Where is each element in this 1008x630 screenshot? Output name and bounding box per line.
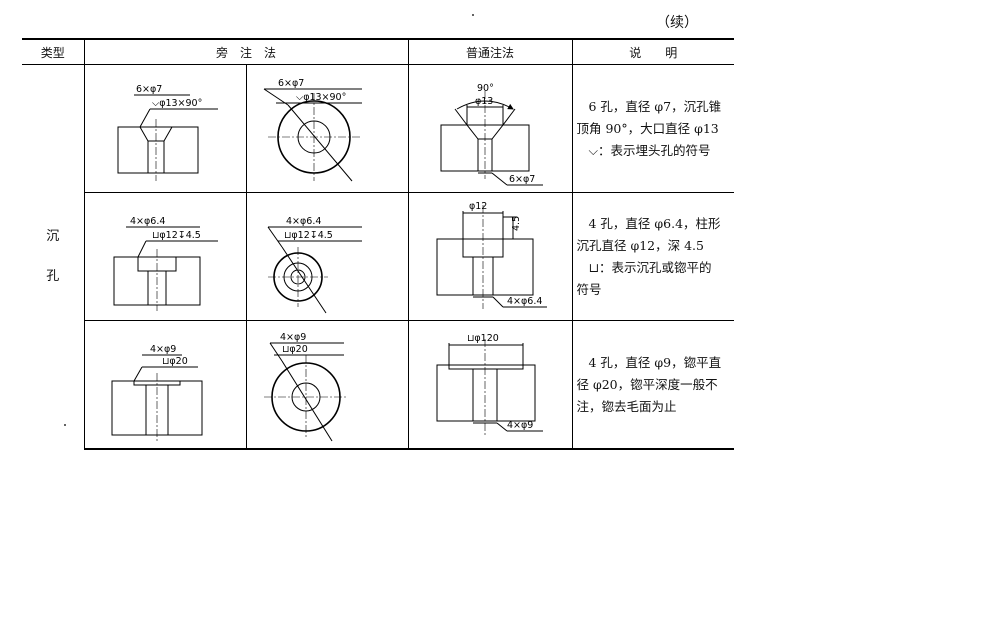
explain-line: 注，锪去毛面为止 [576,398,677,414]
explain-line: ⊔：表示沉孔或锪平的 [588,259,712,275]
table-header-row: 类型 旁 注 法 普通注法 说 明 [22,38,734,65]
scan-dot [472,14,474,16]
normal-label-depth: 4.5 [511,215,522,230]
normal-label-diameter: φ12 [469,201,487,212]
countersink-top-drawing: 6×φ7 ⌵φ13×90° [263,78,362,181]
side-label-count: 6×φ7 [278,78,304,89]
normal-label-count: 4×φ9 [507,420,533,431]
explain-line: 符号 [576,281,602,297]
continued-label: （续） [656,15,698,31]
side-label-spec: ⊔φ20 [162,356,188,367]
type-char: 孔 [46,269,60,284]
header-normal-note: 普通注法 [407,38,572,65]
spotface-normal-drawing: ⊔φ120 4×φ9 [436,333,543,437]
explain-cell: 4 孔，直径 φ6.4，柱形 沉孔直径 φ12，深 4.5 ⊔：表示沉孔或锪平的… [571,192,734,321]
countersink-section-drawing: 6×φ7 ⌵φ13×90° [117,84,218,181]
counterbore-section-drawing: 4×φ6.4 ⊔φ12↧4.5 [113,216,218,311]
side-note-section-figure: 4×φ9 ⊔φ20 [83,320,246,450]
side-label-spec: ⊔φ12↧4.5 [152,230,201,241]
counterbore-top-drawing: 4×φ6.4 ⊔φ12↧4.5 [267,216,362,313]
side-note-top-figure: 6×φ7 ⌵φ13×90° [245,64,408,193]
header-side-note: 旁 注 法 [83,38,408,65]
explain-line: 6 孔，直径 φ7，沉孔锥 [588,98,722,114]
side-note-top-figure: 4×φ9 ⊔φ20 [245,320,408,450]
side-label-spec: ⌵φ13×90° [296,92,346,103]
side-label-count: 4×φ6.4 [286,216,321,227]
explain-line: 4 孔，直径 φ9，锪平直 [588,354,722,370]
normal-label-angle: 90° [477,83,494,94]
side-label-spec: ⊔φ20 [282,344,308,355]
header-explain: 说 明 [571,38,734,65]
side-label-spec: ⌵φ13×90° [152,98,202,109]
side-note-section-figure: 4×φ6.4 ⊔φ12↧4.5 [83,192,246,321]
explain-line: 4 孔，直径 φ6.4，柱形 [588,215,721,231]
side-label-count: 4×φ9 [150,344,176,355]
normal-note-figure: 90° φ13 6×φ7 [407,64,572,193]
spotface-top-drawing: 4×φ9 ⊔φ20 [264,332,348,441]
explain-line: 顶角 90°，大口直径 φ13 [576,120,719,136]
normal-note-figure: ⊔φ120 4×φ9 [407,320,572,450]
normal-label-diameter: φ13 [475,96,493,107]
spotface-section-drawing: 4×φ9 ⊔φ20 [111,344,203,441]
header-type: 类型 [22,38,84,65]
explain-cell: 6 孔，直径 φ7，沉孔锥 顶角 90°，大口直径 φ13 ⌵：表示埋头孔的符号 [571,64,734,193]
explain-line: 径 φ20，锪平深度一般不 [576,376,718,392]
explain-line: ⌵：表示埋头孔的符号 [588,142,711,158]
table-row: 4×φ6.4 ⊔φ12↧4.5 4×φ6.4 ⊔φ12↧4.5 [22,192,734,321]
normal-note-figure: φ12 4.5 4×φ6.4 [407,192,572,321]
explain-cell: 4 孔，直径 φ9，锪平直 径 φ20，锪平深度一般不 注，锪去毛面为止 [571,320,734,450]
side-label-count: 6×φ7 [136,84,162,95]
countersink-normal-drawing: 90° φ13 6×φ7 [440,83,543,185]
normal-label-count: 6×φ7 [509,174,535,185]
side-note-section-figure: 6×φ7 ⌵φ13×90° [83,64,246,193]
side-label-count: 4×φ9 [280,332,306,343]
table-row: 沉 孔 6×φ7 ⌵φ13×90° [22,64,734,449]
side-label-spec: ⊔φ12↧4.5 [284,230,333,241]
type-char: 沉 [46,229,60,244]
table-row: 4×φ9 ⊔φ20 4×φ9 ⊔φ20 [22,320,734,450]
side-label-count: 4×φ6.4 [130,216,165,227]
type-cell: 沉 孔 [22,64,84,449]
normal-label-diameter: ⊔φ120 [467,333,499,344]
explain-line: 沉孔直径 φ12，深 4.5 [576,237,705,253]
counterbore-normal-drawing: φ12 4.5 4×φ6.4 [436,201,547,309]
normal-label-count: 4×φ6.4 [507,296,542,307]
side-note-top-figure: 4×φ6.4 ⊔φ12↧4.5 [245,192,408,321]
hole-annotation-table: 类型 旁 注 法 普通注法 说 明 沉 孔 6×φ7 [22,38,734,450]
